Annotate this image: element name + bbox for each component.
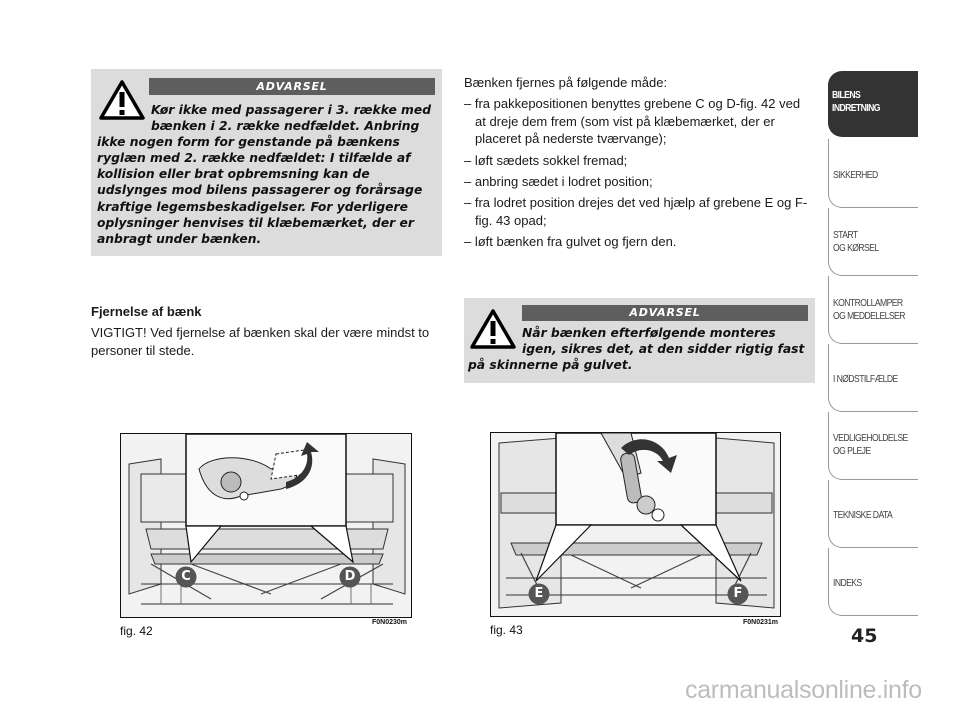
figure-42-caption: fig. 42 [120,624,153,638]
figure-42-code: F0N0230m [372,619,408,626]
warning-box-top: ADVARSEL Kør ikke med passagerer i 3. ræ… [91,69,442,256]
warning-rest: ikke nogen form for genstande på bænkens… [97,135,423,246]
warning-line-2: igen, sikres det, at den sidder rigtig f… [522,342,805,357]
marker-d-icon [339,566,361,588]
marker-f-label: F [733,586,743,601]
warning-box-bottom: ADVARSEL Når bænken efterfølgende monter… [464,298,815,383]
removal-note: Fjernelse af bænk VIGTIGT! Ved fjernelse… [91,303,441,359]
warning-label: ADVARSEL [522,305,808,321]
tab-noedstilfaelde[interactable]: I NØDSTILFÆLDE [828,344,918,412]
warning-rest: på skinnerne på gulvet. [468,358,633,373]
tab-label: SIKKERHED [833,169,878,181]
marker-f-icon [727,583,749,605]
marker-e-label: E [534,586,544,601]
tab-kontrollamper[interactable]: KONTROLLAMPER OG MEDDELELSER [828,276,918,344]
warning-text: Kør ikke med passagerer i 3. række med b… [97,102,439,247]
marker-c-icon [175,566,197,588]
warning-text: Når bænken efterfølgende monteres igen, … [468,325,812,373]
step-item: – fra lodret position drejes det ved hjæ… [464,195,808,228]
warning-line-1: Kør ikke med passagerer i 3. række med [151,103,432,117]
step-item: – løft bænken fra gulvet og fjern den. [464,234,677,250]
page-number: 45 [851,625,878,647]
marker-e-icon [528,583,550,605]
warning-label: ADVARSEL [149,78,435,95]
tab-label: KONTROLLAMPER [833,297,903,309]
step-item: – anbring sædet i lodret position; [464,174,653,190]
tab-label: START [833,229,858,241]
tab-label: VEDLIGEHOLDELSE [833,432,908,444]
warning-triangle-icon [470,309,516,349]
warning-line-2: bænken i 2. række nedfældet. Anbring [151,119,420,134]
tab-start-og-koersel[interactable]: START OG KØRSEL [828,208,918,276]
tab-label: OG MEDDELELSER [833,310,905,322]
marker-d-label: D [344,569,356,584]
warning-triangle-icon [99,80,145,120]
tab-sikkerhed[interactable]: SIKKERHED [828,139,918,208]
figure-43-code: F0N0231m [743,619,779,626]
tab-label: INDRETNING [832,102,880,114]
step-item: – løft sædets sokkel fremad; [464,152,628,168]
watermark: carmanualsonline.info [685,676,922,704]
section-text: VIGTIGT! Ved fjernelse af bænken skal de… [91,325,430,358]
tab-label: INDEKS [833,577,862,589]
tab-bilens-indretning[interactable]: BILENS INDRETNING [828,71,918,137]
section-heading: Fjernelse af bænk [91,304,202,319]
tab-label: OG KØRSEL [833,242,879,254]
step-item: – fra pakkepositionen benyttes grebene C… [464,96,801,147]
marker-c-label: C [181,569,191,584]
removal-steps: Bænken fjernes på følgende måde: – fra p… [464,74,814,255]
figure-42-seat-levers: C D [120,433,412,618]
tab-indeks[interactable]: INDEKS [828,548,918,616]
tab-vedligeholdelse[interactable]: VEDLIGEHOLDELSE OG PLEJE [828,412,918,480]
seat-base-illustration [121,434,411,617]
warning-line-1: Når bænken efterfølgende monteres [522,326,776,340]
steps-intro: Bænken fjernes på følgende måde: [464,75,668,90]
tab-label: I NØDSTILFÆLDE [833,373,898,385]
tab-label: OG PLEJE [833,445,871,457]
tab-label: BILENS [832,89,861,101]
figure-43-seat-levers: E F [490,432,781,617]
tab-label: TEKNISKE DATA [833,509,893,521]
tab-tekniske-data[interactable]: TEKNISKE DATA [828,480,918,548]
figure-43-caption: fig. 43 [490,623,523,637]
